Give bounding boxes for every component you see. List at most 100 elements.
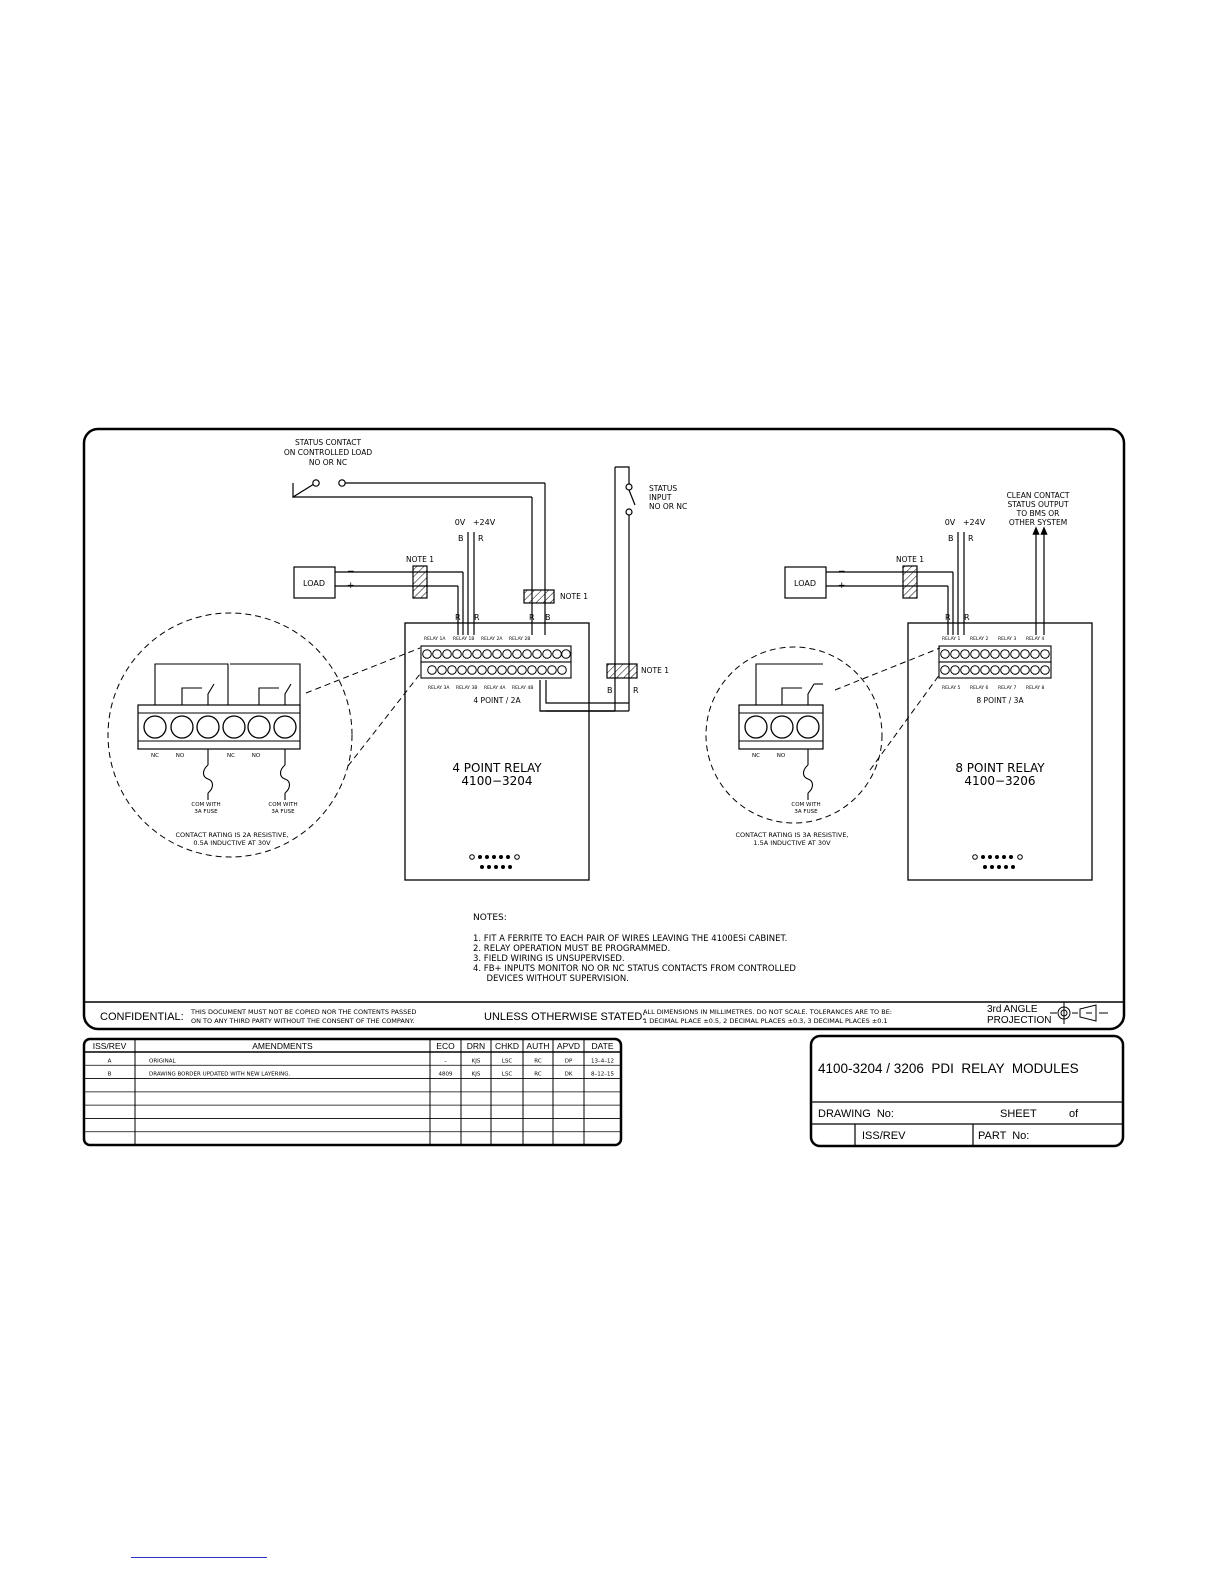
clean-contact-label-4: OTHER SYSTEM (1009, 518, 1067, 527)
supply-0v-label: 0V (945, 518, 956, 527)
amendments-cell: 4809 (439, 1072, 453, 1078)
clean-contact-label-2: STATUS OUTPUT (1007, 500, 1069, 509)
relay-label: RELAY 2 (970, 636, 988, 642)
note1-label: NOTE 1 (406, 555, 434, 564)
wire-r-label: R (945, 613, 951, 622)
wire-r-label: R (529, 613, 535, 622)
amendments-cell: ORIGINAL (149, 1058, 177, 1064)
status-contact-label-3: NO OR NC (309, 458, 347, 467)
notes-block: NOTES: 1. FIT A FERRITE TO EACH PAIR OF … (473, 913, 796, 984)
note-item: DEVICES WITHOUT SUPERVISION. (473, 974, 629, 984)
relay-label: RELAY 5 (942, 685, 960, 691)
terminal-nc: NC (752, 753, 760, 759)
sheet-label: SHEET (1000, 1108, 1037, 1120)
relay-label: RELAY 8 (1026, 685, 1044, 691)
supply-24v-label: +24V (473, 518, 496, 527)
wire-b-label: B (458, 534, 464, 543)
amendments-header: ISS/REV (93, 1041, 127, 1051)
of-label: of (1069, 1108, 1079, 1120)
module-part-number: 4100−3206 (964, 774, 1035, 788)
amendments-cell: RC (534, 1058, 542, 1064)
relay-label: RELAY 2B (509, 636, 530, 642)
terminal-screws (422, 649, 571, 675)
note-item: 2. RELAY OPERATION MUST BE PROGRAMMED. (473, 944, 670, 954)
note1-label: NOTE 1 (560, 592, 588, 601)
module-part-number: 4100−3204 (461, 774, 532, 788)
third-angle-projection-icon (1050, 1002, 1108, 1024)
supply-24v-label: +24V (963, 518, 986, 527)
amendments-header: CHKD (495, 1041, 519, 1051)
fuse-label-1: COM WITH (791, 802, 820, 808)
status-contact-switch-icon (292, 479, 546, 635)
led-indicators-icon (469, 854, 520, 869)
drawing-no-label: DRAWING No: (818, 1108, 894, 1120)
ferrite-icon (523, 589, 555, 604)
led-indicators-icon (972, 854, 1023, 869)
detail-screws (143, 715, 297, 739)
amendments-cell: LSC (502, 1058, 513, 1064)
wire-b-label: B (948, 534, 954, 543)
amendments-cell: B (108, 1072, 112, 1078)
confidential-text-1: THIS DOCUMENT MUST NOT BE COPIED NOR THE… (190, 1008, 416, 1016)
relay-label: RELAY 4 (1026, 636, 1044, 642)
terminal-no: NO (252, 753, 261, 759)
clean-contact-label-1: CLEAN CONTACT (1007, 491, 1070, 500)
relay-label: RELAY 1A (424, 636, 446, 642)
amendments-cell: RC (534, 1072, 542, 1078)
note1-label: NOTE 1 (641, 666, 669, 675)
fuse-label-2: 3A FUSE (271, 809, 295, 815)
terminal-nc: NC (227, 753, 235, 759)
amendments-cell: DK (565, 1072, 573, 1078)
confidential-label: CONFIDENTIAL: (100, 1011, 184, 1023)
right-diagram: CLEAN CONTACT STATUS OUTPUT TO BMS OR OT… (705, 491, 1093, 881)
wire-b-label: B (545, 613, 551, 622)
title-block: 4100-3204 / 3206 PDI RELAY MODULES DRAWI… (809, 1034, 1125, 1148)
status-input-label-2: INPUT (649, 493, 672, 502)
amendments-header: APVD (557, 1041, 580, 1051)
relay-label: RELAY 7 (998, 685, 1016, 691)
note-item: 3. FIELD WIRING IS UNSUPERVISED. (473, 954, 625, 964)
fuse-label-1: COM WITH (191, 802, 220, 808)
confidential-text-2: ON TO ANY THIRD PARTY WITHOUT THE CONSEN… (191, 1017, 414, 1025)
status-contact-label-1: STATUS CONTACT (295, 438, 362, 447)
status-input-label-3: NO OR NC (649, 502, 687, 511)
unless-text-2: 1 DECIMAL PLACE ±0.5, 2 DECIMAL PLACES ±… (643, 1017, 888, 1025)
amendments-header: DATE (591, 1041, 613, 1051)
projection-label-1: 3rd ANGLE (987, 1004, 1038, 1015)
load-box (293, 566, 336, 599)
notes-heading: NOTES: (473, 913, 507, 923)
drawing-frame (82, 427, 1126, 1031)
terminal-nc: NC (151, 753, 159, 759)
unless-label: UNLESS OTHERWISE STATED: (484, 1011, 645, 1023)
left-diagram: STATUS CONTACT ON CONTROLLED LOAD NO OR … (107, 438, 687, 881)
terminal-no: NO (777, 753, 786, 759)
module-rating: 4 POINT / 2A (473, 696, 521, 705)
supply-0v-label: 0V (455, 518, 466, 527)
relay-label: RELAY 4A (484, 685, 506, 691)
amendments-header: AUTH (526, 1041, 549, 1051)
detail-relay-contacts (755, 663, 823, 705)
relay-label: RELAY 2A (481, 636, 503, 642)
amendments-cell: KJS (472, 1058, 481, 1064)
relay-label: RELAY 3A (428, 685, 450, 691)
ferrite-icon (412, 565, 428, 599)
amendments-cell: DRAWING BORDER UPDATED WITH NEW LAYERING… (149, 1072, 290, 1078)
detail-screws (744, 715, 820, 739)
ferrite-icon (902, 565, 918, 599)
fuse-icon (802, 749, 814, 800)
note-item: 1. FIT A FERRITE TO EACH PAIR OF WIRES L… (473, 934, 787, 944)
contact-rating-2: 1.5A INDUCTIVE AT 30V (753, 839, 831, 847)
fuse-label-1: COM WITH (268, 802, 297, 808)
relay-module-4-point (404, 622, 590, 881)
amendments-cell: 8–12–15 (591, 1072, 614, 1078)
module-rating: 8 POINT / 3A (976, 696, 1024, 705)
wire-r-label: R (455, 613, 461, 622)
status-contact-label-2: ON CONTROLLED LOAD (284, 448, 372, 457)
amendments-header: DRN (467, 1041, 485, 1051)
relay-label: RELAY 6 (970, 685, 988, 691)
clean-contact-label-3: TO BMS OR (1016, 509, 1060, 518)
amendments-cell: KJS (472, 1072, 481, 1078)
wire-r-label: R (964, 613, 970, 622)
fuse-label-2: 3A FUSE (794, 809, 818, 815)
